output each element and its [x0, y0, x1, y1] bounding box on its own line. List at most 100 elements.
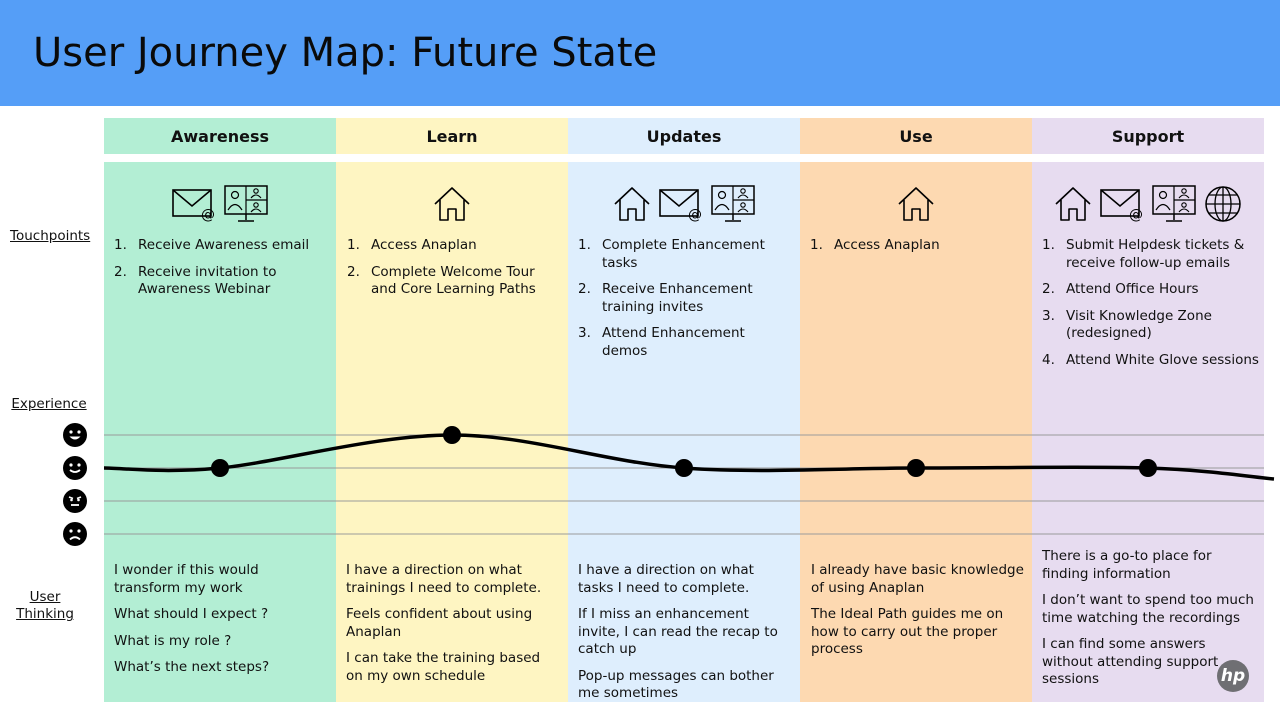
meeting-icon [223, 184, 269, 224]
touchpoint-text: Attend Office Hours [1066, 281, 1199, 297]
touchpoint-number: 3. [1042, 307, 1055, 324]
stage-header-updates: Updates [568, 118, 800, 154]
row-label-experience: Experience [11, 396, 87, 412]
touchpoint-item: 3. Visit Knowledge Zone (redesigned) [1042, 308, 1260, 343]
thinking-item: I can take the training based on my own … [346, 650, 541, 684]
stage-header-support: Support [1032, 118, 1264, 154]
thinking-item: There is a go-to place for finding infor… [1042, 548, 1212, 582]
home-icon [432, 184, 472, 224]
thinking-item: I wonder if this would transform my work [114, 562, 259, 596]
stage-header-awareness: Awareness [104, 118, 336, 154]
support-icons: @ [1032, 180, 1264, 228]
use-icons [800, 180, 1032, 228]
touchpoint-number: 2. [578, 281, 591, 297]
touchpoint-number: 1. [578, 237, 591, 253]
experience-point-learn [443, 426, 461, 444]
thinking-item: Pop-up messages can bother me sometimes [578, 667, 774, 702]
svg-text:@: @ [1129, 207, 1143, 222]
thinking-item: What’s the next steps? [114, 659, 270, 675]
experience-point-use [907, 459, 925, 477]
touchpoint-text: Receive Enhancement training invites [602, 281, 753, 315]
touchpoint-text: Receive Awareness email [138, 237, 310, 253]
updates-column [568, 162, 800, 702]
touchpoint-item: 3. Attend Enhancement demos [578, 325, 792, 360]
thinking-item: Feels confident about using Anaplan [346, 606, 533, 640]
stage-header-use: Use [800, 118, 1032, 154]
awareness-icons: @ [104, 180, 336, 228]
page-title: User Journey Map: Future State [33, 30, 658, 76]
globe-icon [1203, 184, 1243, 224]
learn-touchpoints: 1. Access Anaplan 2. Complete Welcome Tour … [347, 237, 561, 308]
touchpoint-number: 3. [578, 325, 591, 341]
meeting-icon [710, 184, 756, 224]
meeting-icon [1151, 184, 1197, 224]
thinking-item: The Ideal Path guides me on how to carry… [811, 606, 1004, 657]
home-icon [612, 184, 652, 224]
touchpoint-item: 1.Complete Enhancement tasks [578, 237, 792, 272]
touchpoint-text: Complete Welcome Tour and Core Learning … [371, 263, 536, 298]
learn-thinking: I have a direction on what trainings I n… [346, 562, 560, 694]
thinking-item: I can find some answers without attendin… [1042, 636, 1219, 687]
sad-face-icon [63, 522, 87, 546]
touchpoint-item: 1. Access Anaplan [810, 237, 1024, 255]
touchpoint-number: 2. [1042, 281, 1055, 297]
thinking-item: What should I expect ? [114, 606, 269, 622]
title-banner [0, 0, 1280, 106]
touchpoint-item: 2. Attend Office Hours [1042, 281, 1260, 299]
email-icon: @ [1099, 186, 1145, 222]
touchpoint-number: 1. [810, 237, 823, 253]
updates-touchpoints: 1.Complete Enhancement tasks 2. Receive En… [578, 237, 792, 369]
experience-point-awareness [211, 459, 229, 477]
touchpoint-item: 2. Receive Enhancement training invites [578, 281, 792, 316]
row-label-thinking: Thinking [16, 606, 74, 622]
thinking-item: I have a direction on what trainings I n… [346, 562, 542, 596]
stage-header-learn: Learn [336, 118, 568, 154]
row-label-user: User [29, 589, 61, 605]
touchpoint-number: 4. [1042, 351, 1055, 368]
home-icon [896, 184, 936, 224]
touchpoint-item: 2. Receive invitation to Awareness Webina… [114, 264, 328, 299]
updates-thinking: I have a direction on what tasks I need … [578, 562, 792, 712]
touchpoint-number: 1. [347, 237, 360, 253]
touchpoint-item: 1. Access Anaplan [347, 237, 561, 255]
thinking-item: I already have basic knowledge of using … [811, 562, 1024, 596]
svg-text:@: @ [688, 207, 702, 222]
use-touchpoints: 1. Access Anaplan [810, 237, 1024, 264]
touchpoint-text: Access Anaplan [834, 237, 940, 253]
email-icon: @ [171, 186, 217, 222]
awareness-column [104, 162, 336, 702]
experience-point-updates [675, 459, 693, 477]
support-column [1032, 162, 1264, 702]
touchpoint-text: Attend Enhancement demos [602, 325, 745, 359]
updates-icons: @ [568, 180, 800, 228]
touchpoint-number: 1. [114, 237, 127, 253]
neutral-face-icon [63, 489, 87, 513]
awareness-touchpoints: 1. Receive Awareness email 2. Receive invit… [114, 237, 328, 308]
thinking-item: What is my role ? [114, 632, 232, 649]
touchpoint-text: Attend White Glove sessions [1066, 351, 1259, 368]
touchpoint-item: 1.Submit Helpdesk tickets & receive foll… [1042, 237, 1260, 272]
experience-point-support [1139, 459, 1157, 477]
touchpoint-text: Receive invitation to Awareness Webinar [138, 263, 277, 298]
learn-icons [336, 180, 568, 228]
use-column [800, 162, 1032, 702]
support-touchpoints: 1.Submit Helpdesk tickets & receive foll… [1042, 237, 1260, 378]
touchpoint-text: Access Anaplan [371, 237, 477, 253]
support-thinking: There is a go-to place for finding infor… [1042, 548, 1260, 698]
email-icon: @ [658, 186, 704, 222]
very-happy-face-icon [63, 423, 87, 447]
use-thinking: I already have basic knowledge of using … [811, 562, 1025, 668]
svg-text:@: @ [201, 207, 215, 222]
touchpoint-number: 1. [1042, 237, 1055, 253]
row-label-user-thinking: User Thinking [10, 589, 80, 623]
row-label-touchpoints: Touchpoints [10, 228, 91, 244]
touchpoint-number: 2. [347, 263, 360, 280]
hp-logo: hp [1217, 660, 1249, 692]
touchpoint-number: 2. [114, 263, 127, 280]
touchpoint-text: Visit Knowledge Zone (redesigned) [1066, 307, 1212, 342]
touchpoint-item: 2. Complete Welcome Tour and Core Learnin… [347, 264, 561, 299]
touchpoint-item: 1. Receive Awareness email [114, 237, 328, 255]
thinking-item: I don’t want to spend too much time watc… [1042, 592, 1254, 626]
home-icon [1053, 184, 1093, 224]
